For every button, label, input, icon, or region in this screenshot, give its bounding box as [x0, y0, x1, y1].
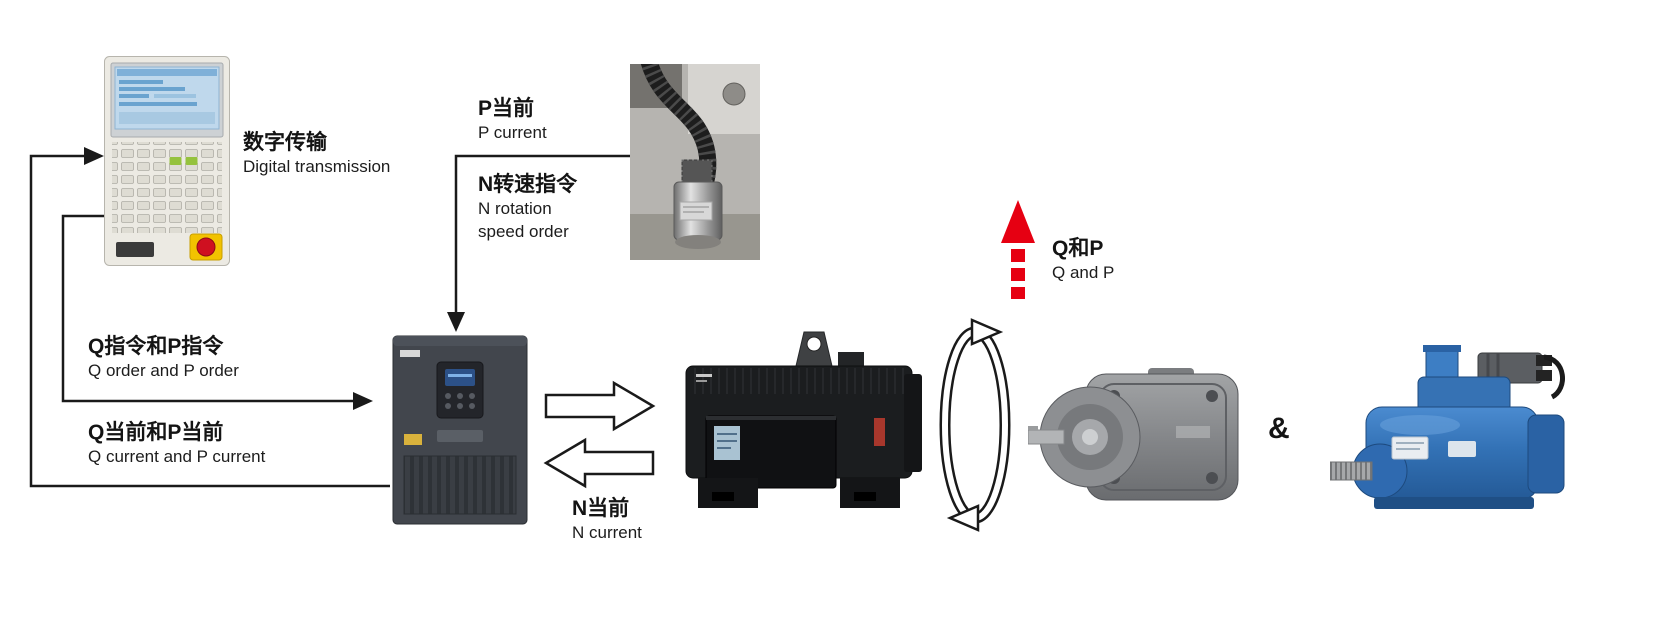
- emergency-stop-button: [189, 233, 223, 261]
- drive-warning-sticker: [404, 434, 422, 445]
- piston-pump-base: [1374, 497, 1534, 509]
- flow-arrow-drive-to-motor: [544, 380, 656, 432]
- flow-arrow-motor-to-drive: [543, 437, 655, 489]
- rotation-arrowhead-top: [970, 318, 1004, 346]
- controller-slot: [116, 242, 154, 257]
- qp-up-arrow-icon: [1001, 200, 1035, 299]
- drive-vents: [404, 456, 516, 514]
- q-and-p-zh: Q和P: [1052, 237, 1104, 260]
- q-current-en: Q current and P current: [88, 447, 266, 467]
- q-and-p-en: Q and P: [1052, 263, 1115, 283]
- encoder-image: [630, 55, 760, 265]
- controller-screen: [110, 62, 224, 138]
- q-current-p-current-label: Q当前和P当前 Q current and P current: [88, 420, 265, 469]
- motor-junction-box: [705, 415, 837, 489]
- encoder-illustration: [630, 55, 760, 260]
- n-current-label: N当前 N current: [572, 496, 642, 545]
- solenoid-valve: [1477, 352, 1565, 400]
- drive-image: [390, 334, 530, 531]
- piston-pump-image: [1329, 344, 1568, 520]
- q-order-zh: Q指令和P指令: [88, 335, 224, 358]
- n-rotation-speed-order-label: N转速指令 N rotation speed order: [478, 172, 577, 243]
- arrowhead-into-drive-left: [353, 392, 373, 410]
- gear-pump-illustration: [1027, 368, 1239, 501]
- feedback-line-drive-to-controller: [29, 154, 390, 488]
- p-current-label: P当前 P current: [478, 96, 547, 145]
- piston-pump-top-valve-tower: [1423, 344, 1461, 382]
- gear-pump-shaft: [1027, 426, 1065, 445]
- controller-illustration: [104, 56, 230, 266]
- controller-image: [104, 56, 230, 271]
- gear-pump-flange: [1039, 386, 1141, 488]
- rotation-arrowhead-bottom: [946, 504, 980, 532]
- piston-pump-labels: [1391, 436, 1476, 460]
- q-order-p-order-label: Q指令和P指令 Q order and P order: [88, 334, 239, 383]
- p-current-zh: P当前: [478, 97, 535, 120]
- arrowhead-into-controller: [84, 147, 104, 165]
- piston-pump-illustration: [1329, 344, 1565, 509]
- q-order-en: Q order and P order: [88, 361, 239, 381]
- digital-transmission-label: 数字传输 Digital transmission: [243, 130, 390, 179]
- motor-red-label: [874, 418, 885, 446]
- arrowhead-into-drive-top: [447, 312, 465, 332]
- n-current-zh: N当前: [572, 497, 630, 520]
- motor-feet: [698, 478, 900, 508]
- encoder-body: [673, 159, 723, 249]
- motor-illustration: [685, 331, 922, 508]
- n-rotation-en-line2: speed order: [478, 221, 569, 241]
- rotation-arrows-icon: [939, 318, 1011, 532]
- gear-pump-image: [1027, 368, 1246, 511]
- drive-logo: [400, 350, 420, 357]
- q-and-p-label: Q和P Q and P: [1052, 236, 1114, 285]
- q-current-zh: Q当前和P当前: [88, 421, 224, 444]
- digital-transmission-en: Digital transmission: [243, 157, 391, 177]
- n-rotation-zh: N转速指令: [478, 173, 578, 196]
- drive-illustration: [392, 335, 528, 525]
- n-current-en: N current: [572, 523, 642, 543]
- order-line-controller-to-drive: [61, 214, 353, 403]
- drive-keypad-display: [436, 361, 484, 419]
- controller-keypad: [112, 142, 222, 233]
- digital-transmission-zh: 数字传输: [243, 131, 327, 154]
- encoder-line-to-drive: [454, 154, 632, 312]
- motor-image: [678, 322, 930, 527]
- ampersand-symbol: &: [1268, 412, 1290, 445]
- n-rotation-en-line1: N rotation: [478, 199, 552, 219]
- p-current-en: P current: [478, 123, 547, 143]
- motor-lifting-eye: [795, 331, 833, 367]
